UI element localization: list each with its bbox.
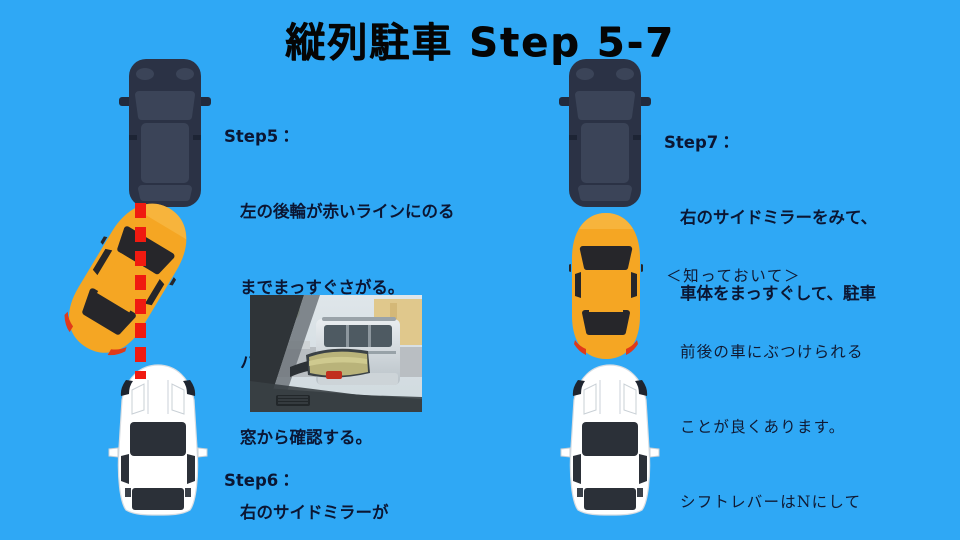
step6-heading: Step6： [224,471,295,491]
car-orange-sedan-left [29,174,227,383]
step5-line-2: までまっすぐさがる。 [240,277,405,297]
car-white-sports-left [104,364,212,516]
step7-heading: Step7： [664,133,735,153]
page-title: 縦列駐車 Step 5-7 [285,20,675,66]
car-dark-suv-left [117,57,213,209]
step5-line-5: 右のサイドミラーが [240,503,389,523]
step5-heading: Step5： [224,127,295,147]
step6-text-block: Step6： 赤いラインにのったら、 ハンドルを左に前回する。 [224,418,438,540]
side-mirror-reference-photo [250,295,422,412]
note-text-block: ＜知っておいて＞ 前後の車にぶつけられる ことが良くあります。 シフトレバーはN… [666,214,879,540]
car-dark-suv-right [557,57,653,209]
step7-text-block: Step7： 右のサイドミラーをみて、 車体をまっすぐして、駐車 [664,80,877,356]
note-line-1: 前後の車にぶつけられる [680,342,864,361]
red-dashed-guide-line [135,203,146,379]
note-line-3: シフトレバーはNにして [680,493,862,512]
step7-line-1: 右のサイドミラーをみて、 [680,208,878,228]
car-orange-sedan-right [569,212,643,360]
note-heading: ＜知っておいて＞ [666,267,802,286]
step5-line-1: 左の後輪が赤いラインにのる [240,202,455,222]
step5-line-4: 窓から確認する。 [240,428,372,448]
note-line-2: ことが良くあります。 [680,417,846,436]
car-white-sports-right [556,364,664,516]
step7-line-2: 車体をまっすぐして、駐車 [680,283,877,303]
